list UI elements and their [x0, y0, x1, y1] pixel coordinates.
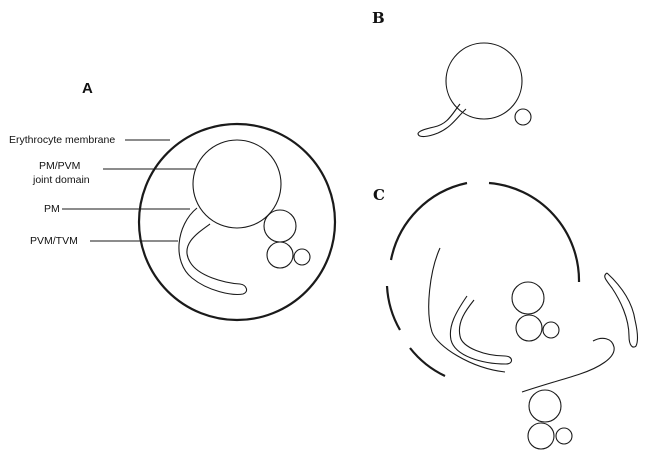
panel-b: B [372, 9, 531, 137]
panel-a: A Erythrocyte membrane PM/PVM joint doma… [9, 80, 335, 320]
free-tubule-c [605, 273, 638, 347]
panel-b-letter: B [372, 9, 385, 27]
vesicle-c4 [529, 390, 561, 422]
membrane-fragment-4 [410, 348, 445, 376]
label-pm: PM [44, 203, 60, 215]
membrane-fragment-2 [489, 183, 579, 282]
label-erythrocyte-membrane: Erythrocyte membrane [9, 134, 115, 146]
membrane-fragment-3 [387, 286, 400, 330]
panel-c: C [373, 183, 637, 449]
label-pvm-tvm: PVM/TVM [30, 235, 78, 247]
tubular-extension-c [450, 296, 511, 364]
vesicle-c5 [528, 423, 554, 449]
vesicle-small [294, 249, 310, 265]
parasite-circle [193, 140, 281, 228]
vesicle-c1 [512, 282, 544, 314]
vesicle-b [515, 109, 531, 125]
free-strand-c2 [522, 338, 614, 392]
erythrocyte-membrane-circle [139, 124, 335, 320]
panel-a-letter: A [82, 80, 93, 97]
label-pm-pvm-line2: joint domain [32, 174, 90, 186]
panel-c-letter: C [373, 186, 385, 204]
label-pm-pvm-line1: PM/PVM [39, 160, 80, 172]
vesicle-c6 [556, 428, 572, 444]
vesicle-large-1 [264, 210, 296, 242]
vesicle-c2 [516, 315, 542, 341]
vesicle-c3 [543, 322, 559, 338]
vesicle-large-2 [267, 242, 293, 268]
membrane-fragment-1 [391, 183, 467, 260]
